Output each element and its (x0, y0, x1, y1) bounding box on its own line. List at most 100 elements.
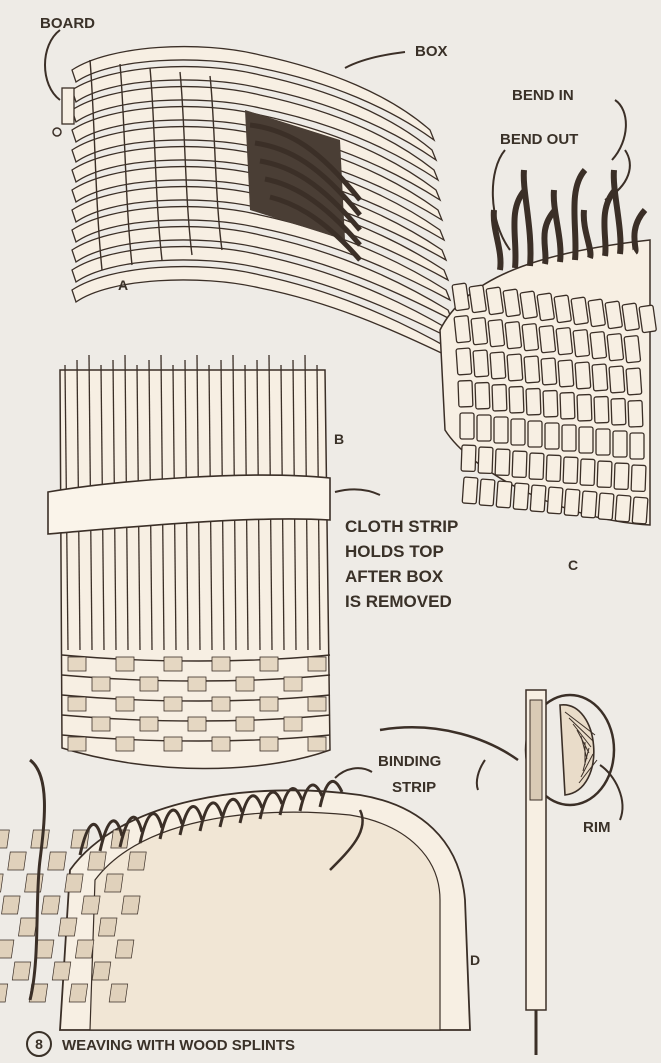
weave-cell-c (630, 433, 644, 459)
weave-cell-c (556, 328, 573, 355)
weave-cell-c (639, 305, 656, 333)
weave-cell-c (473, 350, 489, 377)
nail-head (53, 128, 61, 136)
figure-caption: WEAVING WITH WOOD SPLINTS (62, 1037, 295, 1054)
inner-splint-section (530, 700, 542, 800)
weave-block-d (8, 852, 27, 870)
panel-letter-b: B (334, 431, 344, 447)
cloth-note-line-4: IS REMOVED (345, 592, 452, 611)
weave-cell-c (539, 326, 556, 353)
weave-block-b (164, 737, 182, 751)
weave-cell-c (526, 389, 541, 415)
weave-cell-c (594, 397, 609, 423)
weave-cell-c (564, 489, 580, 516)
weave-block-d (69, 984, 88, 1002)
weave-cell-c (479, 479, 495, 506)
weave-cell-c (575, 362, 591, 389)
weave-cell-c (537, 293, 554, 321)
weave-block-b (140, 717, 158, 731)
weave-block-b (68, 697, 86, 711)
weave-cell-c (496, 481, 512, 508)
weave-cell-c (624, 336, 641, 363)
weave-block-b (68, 737, 86, 751)
weave-block-b (308, 657, 326, 671)
weave-cell-c (458, 381, 473, 407)
weave-block-b (140, 677, 158, 691)
weave-block-d (42, 896, 61, 914)
weave-cell-c (462, 477, 478, 504)
binding-leader-section (477, 760, 485, 790)
label-bend-out: BEND OUT (500, 131, 578, 148)
weave-block-b (92, 717, 110, 731)
panel-c-illustration (440, 100, 656, 525)
weave-block-d (65, 874, 84, 892)
weave-cell-c (545, 423, 559, 449)
label-bend-in: BEND IN (512, 87, 574, 104)
weave-block-d (105, 874, 124, 892)
weave-block-d (31, 830, 50, 848)
weave-cell-c (511, 419, 525, 445)
weave-block-d (25, 874, 44, 892)
weave-cell-c (541, 358, 557, 385)
weave-cell-c (513, 483, 529, 510)
panel-letter-a: A (118, 277, 128, 293)
weave-block-b (284, 717, 302, 731)
weave-cell-c (571, 297, 588, 325)
weave-cell-c (471, 318, 488, 345)
weave-block-b (92, 677, 110, 691)
label-box: BOX (415, 43, 448, 60)
cloth-strip-leader (335, 489, 380, 495)
weave-cell-c (543, 391, 558, 417)
weave-cell-c (597, 461, 612, 487)
weave-block-b (212, 697, 230, 711)
label-board: BOARD (40, 15, 95, 32)
weave-cell-c (469, 285, 486, 313)
weave-block-b (164, 657, 182, 671)
weave-cell-c (613, 431, 627, 457)
weave-cell-c (529, 453, 544, 479)
weave-cell-c (456, 348, 472, 375)
weave-cell-c (611, 399, 626, 425)
weave-cell-c (579, 427, 593, 453)
board-leader (45, 30, 60, 100)
basket-interior-d (90, 812, 440, 1030)
weave-block-b (260, 697, 278, 711)
basket-body-b (60, 370, 330, 769)
weave-block-b (116, 697, 134, 711)
label-rim: RIM (583, 819, 611, 836)
weave-block-b (236, 677, 254, 691)
weave-cell-c (507, 354, 523, 381)
weave-cell-c (573, 330, 590, 357)
label-binding-line-2: STRIP (392, 779, 436, 796)
weave-cell-c (460, 413, 474, 439)
weave-cell-c (626, 368, 642, 395)
weave-block-b (116, 737, 134, 751)
weave-cell-c (562, 425, 576, 451)
weave-cell-c (509, 387, 524, 413)
weave-cell-c (490, 352, 506, 379)
weave-cell-c (560, 393, 575, 419)
weave-cell-c (520, 291, 537, 319)
weave-block-d (0, 984, 8, 1002)
weave-cell-c (546, 455, 561, 481)
weave-cell-c (477, 415, 491, 441)
cloth-note-line-3: AFTER BOX (345, 567, 444, 586)
weave-cell-c (522, 324, 539, 351)
weave-cell-c (609, 366, 625, 393)
panel-letter-d: D (470, 952, 480, 968)
weave-block-d (0, 940, 14, 958)
weave-cell-c (607, 334, 624, 361)
weave-block-d (88, 852, 107, 870)
weave-cell-c (590, 332, 607, 359)
weave-cell-c (592, 364, 608, 391)
weave-block-d (82, 896, 101, 914)
weave-block-d (35, 940, 54, 958)
weave-cell-c (588, 299, 605, 327)
weave-cell-c (492, 385, 507, 411)
board-edge (62, 88, 74, 124)
weave-cell-c (581, 491, 597, 518)
weave-block-b (188, 717, 206, 731)
weave-block-b (188, 677, 206, 691)
